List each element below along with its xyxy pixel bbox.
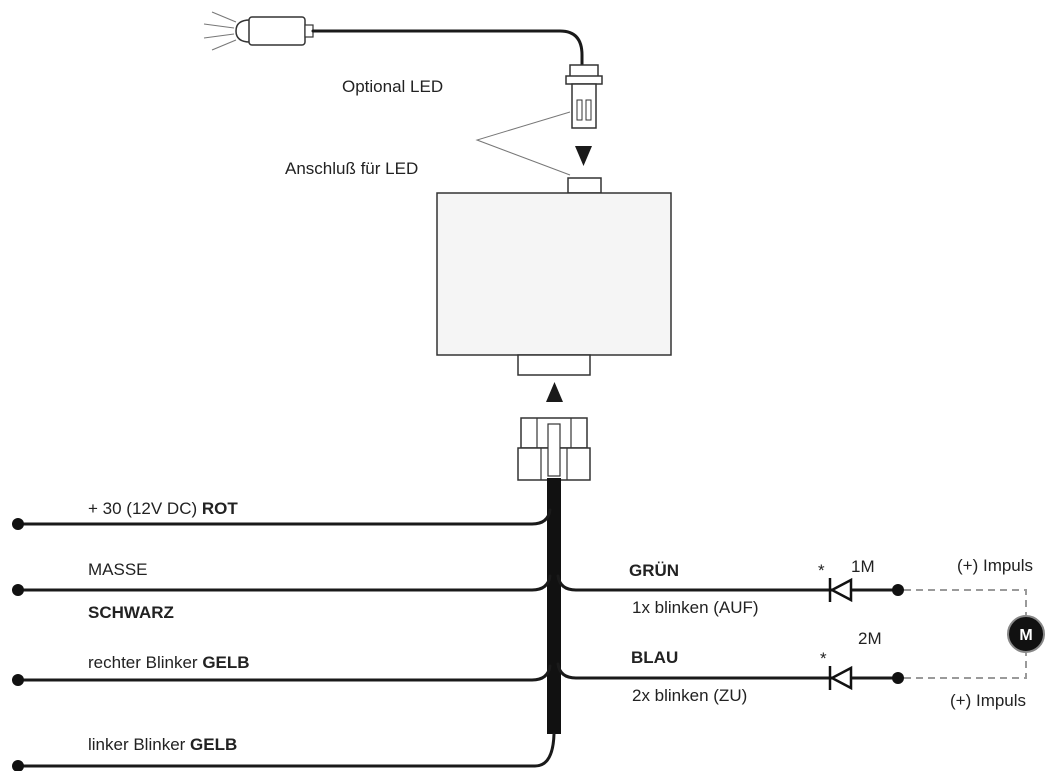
label-1m: 1M [851, 557, 875, 576]
label-rot-color: ROT [202, 499, 239, 518]
label-blau-function: 2x blinken (ZU) [632, 686, 747, 705]
label-gelb-rechts: rechter Blinker GELB [88, 653, 250, 672]
diode-2-mark: * [820, 649, 827, 668]
label-2m: 2M [858, 629, 882, 648]
dashed-line-1m [904, 589, 1027, 615]
harness-plug-icon [517, 417, 591, 481]
dashed-line-2m [904, 653, 1027, 679]
led-lamp-icon [203, 11, 314, 51]
terminal-dot [12, 584, 24, 596]
led-cable [311, 29, 584, 67]
wire-rot [16, 508, 552, 526]
label-rot: + 30 (12V DC) ROT [88, 499, 238, 518]
diode-2-icon [828, 665, 853, 691]
motor-icon [1007, 615, 1045, 653]
terminal-dot [892, 672, 904, 684]
label-rot-text: + 30 (12V DC) [88, 499, 202, 518]
label-gelb-links-text: linker Blinker [88, 735, 190, 754]
terminal-dot [892, 584, 904, 596]
label-schwarz: SCHWARZ [88, 603, 174, 622]
label-gruen-function: 1x blinken (AUF) [632, 598, 759, 617]
wire-blau [556, 662, 900, 680]
label-masse: MASSE [88, 560, 148, 579]
arrow-down-icon [575, 146, 592, 166]
label-gruen: GRÜN [629, 561, 679, 580]
arrow-up-icon [546, 382, 563, 402]
control-module-box [436, 192, 672, 356]
wire-schwarz [16, 574, 552, 592]
diode-1-mark: * [818, 561, 825, 580]
callout-leader-lines [475, 111, 571, 176]
terminal-dot [12, 760, 24, 771]
terminal-dot [12, 674, 24, 686]
motor-symbol: M [1019, 627, 1032, 644]
wire-gelb-links [16, 732, 556, 768]
label-gelb-rechts-color: GELB [202, 653, 249, 672]
led-connector-label: Anschluß für LED [285, 159, 418, 178]
label-gelb-links: linker Blinker GELB [88, 735, 237, 754]
led-connector-socket [567, 177, 602, 194]
label-gelb-rechts-text: rechter Blinker [88, 653, 202, 672]
label-impuls-1: (+) Impuls [957, 556, 1033, 575]
wire-gelb-rechts [16, 664, 552, 682]
wire-gruen [556, 574, 900, 592]
label-blau: BLAU [631, 648, 678, 667]
diode-1-icon [828, 577, 853, 603]
optional-led-label: Optional LED [342, 77, 443, 96]
label-gelb-links-color: GELB [190, 735, 237, 754]
led-plug-icon [565, 64, 603, 129]
terminal-dot [12, 518, 24, 530]
label-impuls-2: (+) Impuls [950, 691, 1026, 710]
module-bottom-socket [517, 354, 591, 376]
